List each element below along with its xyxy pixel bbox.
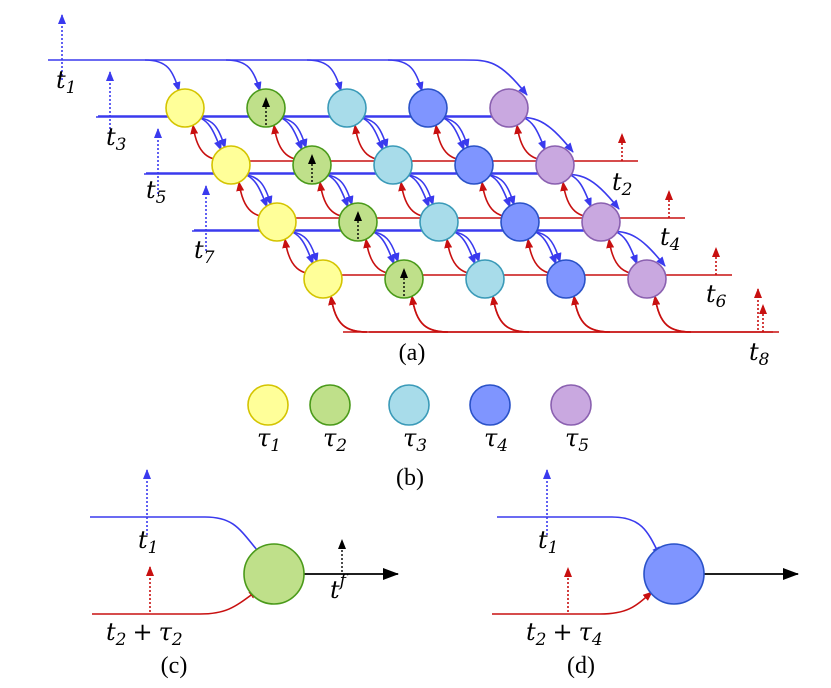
delay-node-tau5 bbox=[581, 202, 621, 242]
legend-label-tau5: τ5 bbox=[565, 424, 589, 456]
caption-c: (c) bbox=[161, 653, 188, 679]
labels: t1 t3 t5 t7 t2 t4 t6 t8 (a) τ1 τ2 τ3 τ4 … bbox=[56, 66, 770, 679]
panel-d-blue-input bbox=[497, 516, 661, 557]
input-label-t7: t7 bbox=[194, 236, 215, 268]
red-branch-arrow bbox=[652, 295, 692, 333]
delay-node-tau1 bbox=[257, 202, 297, 242]
caption-d: (d) bbox=[567, 653, 595, 679]
panel-d-node-tau4 bbox=[643, 543, 705, 605]
panel-c-sum-label: t2+τ2 bbox=[106, 618, 183, 650]
legend-node-tau3 bbox=[388, 384, 430, 426]
panel-d-sum-label: t2+τ4 bbox=[526, 618, 603, 650]
legend-node-tau2 bbox=[309, 384, 351, 426]
delay-node-tau3 bbox=[327, 88, 367, 128]
legend-node-tau4 bbox=[469, 384, 511, 426]
delay-nodes bbox=[165, 88, 705, 605]
delay-node-tau3 bbox=[373, 145, 413, 185]
red-branch-arrow bbox=[409, 295, 449, 333]
red-branch-arrow bbox=[490, 295, 530, 333]
caption-a: (a) bbox=[399, 340, 426, 366]
panel-c-blue-input bbox=[90, 516, 263, 557]
delay-node-tau1 bbox=[303, 259, 343, 299]
legend-label-tau2: τ2 bbox=[323, 424, 347, 456]
blue-branch-arrow bbox=[225, 59, 262, 92]
red-branch-arrow bbox=[490, 295, 530, 333]
panel-c-output-label: tf bbox=[330, 571, 349, 604]
blue-branch-arrow bbox=[387, 59, 424, 92]
panel-d-input-label: t1 bbox=[538, 526, 558, 558]
panel-d-red-input bbox=[492, 591, 653, 615]
legend-label-tau4: τ4 bbox=[484, 424, 508, 456]
delay-node-tau3 bbox=[465, 259, 505, 299]
red-branch-arrow bbox=[409, 295, 449, 333]
legend-node-tau1 bbox=[247, 384, 289, 426]
red-branch-arrow bbox=[328, 295, 368, 333]
panel-c-node-tau2 bbox=[243, 543, 305, 605]
delay-node-tau1 bbox=[211, 145, 251, 185]
input-label-t3: t3 bbox=[106, 123, 126, 155]
legend-label-tau1: τ1 bbox=[257, 424, 281, 456]
legend-label-tau3: τ3 bbox=[403, 424, 427, 456]
red-branch-arrow bbox=[571, 295, 611, 333]
panel-c-input-label: t1 bbox=[138, 526, 158, 558]
delay-node-tau4 bbox=[408, 88, 448, 128]
output-label-t8: t8 bbox=[749, 338, 770, 370]
output-label-t2: t2 bbox=[612, 168, 632, 200]
blue-branch-arrow bbox=[144, 59, 181, 92]
delay-node-tau5 bbox=[627, 259, 667, 299]
red-branch-arrow bbox=[328, 295, 368, 333]
legend-node-tau5 bbox=[550, 384, 592, 426]
delay-node-tau5 bbox=[489, 88, 529, 128]
caption-b: (b) bbox=[396, 465, 424, 491]
red-branch-arrow bbox=[571, 295, 611, 333]
blue-branch-arrow bbox=[306, 59, 343, 92]
delay-node-tau4 bbox=[546, 259, 586, 299]
output-label-t6: t6 bbox=[706, 280, 727, 312]
delay-node-tau1 bbox=[165, 88, 205, 128]
red-branch-arrow bbox=[652, 295, 692, 333]
delay-node-tau4 bbox=[500, 202, 540, 242]
delay-node-tau3 bbox=[419, 202, 459, 242]
panel-c-red-input bbox=[92, 589, 259, 615]
blue-signal-line bbox=[48, 59, 528, 96]
input-label-t1: t1 bbox=[56, 66, 76, 98]
delay-node-tau5 bbox=[535, 145, 575, 185]
input-label-t5: t5 bbox=[146, 176, 166, 208]
output-label-t4: t4 bbox=[660, 223, 680, 255]
delay-node-tau4 bbox=[454, 145, 494, 185]
